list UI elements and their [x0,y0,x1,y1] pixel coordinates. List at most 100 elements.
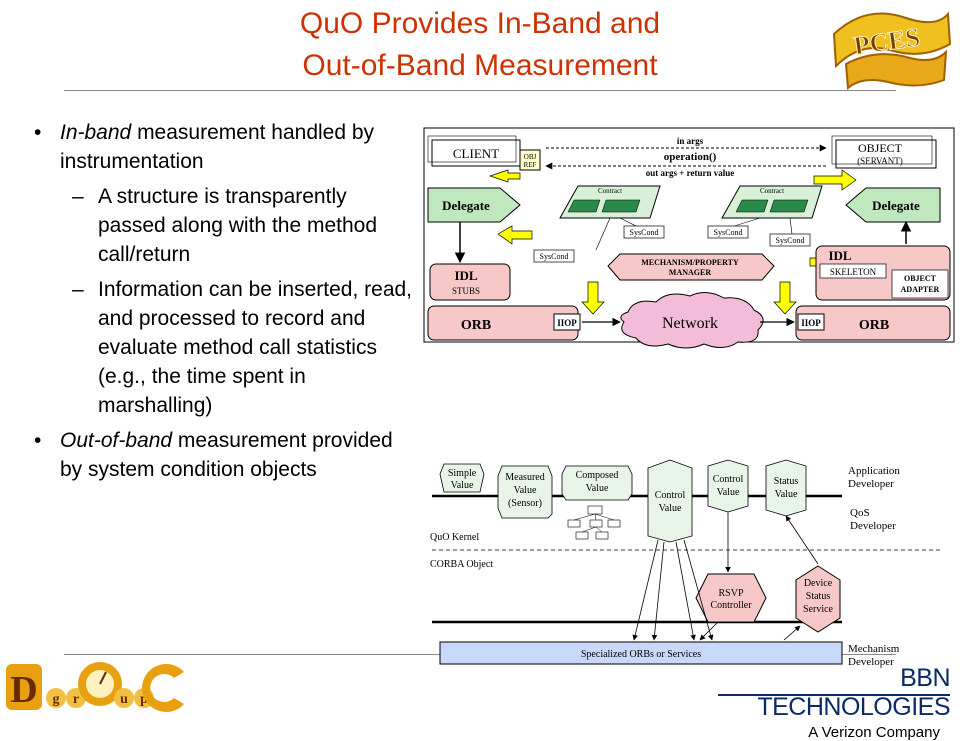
syscond-c [533,249,575,263]
title-divider [64,90,896,91]
iiop-left-label: IIOP [557,318,577,328]
idl-skeleton-label-2: SKELETON [830,267,877,277]
doc-letter-g: g [53,692,60,707]
rsvp-label-2: Controller [710,600,752,611]
yellow-arrow-down-left [581,281,605,315]
simple-value [439,463,485,493]
measured-label-1: Measured [505,472,544,483]
idl-skeleton-label-1: IDL [828,248,851,263]
object-label: OBJECT [858,141,903,155]
syscond-a [623,225,665,239]
object-adapter-label-1: OBJECT [904,274,937,283]
objref-label-1: OBJ [524,153,537,161]
control2-label-2: Value [717,487,740,498]
bullet2-text: measurement provided by system condition… [60,429,393,481]
application-developer-label-1: Application [848,465,900,477]
mechanism-property-manager [607,253,775,281]
sub-bullet-information: –Information can be inserted, read, and … [28,275,420,420]
contract-right-label: Contract [760,187,784,195]
in-band-diagram: CLIENT OBJ REF OBJECT (SERVANT) in args … [423,127,955,349]
application-developer-label-2: Developer [848,478,894,490]
doc-group-logo: D g r O u p C [6,662,184,712]
device-label-2: Status [806,591,831,602]
status-label-2: Value [775,489,798,500]
mech-label-1: MECHANISM/PROPERTY [641,258,739,267]
yellow-arrow-down-right [773,281,797,315]
doc-letter-u: u [120,692,128,707]
yellow-arrow-left-top [488,169,521,183]
yellow-arrow-right-top [813,169,857,191]
control1-label-2: Value [659,503,682,514]
iiop-right [797,313,825,331]
quo-kernel-label: QuO Kernel [430,532,479,543]
bullet-glyph: • [34,121,42,144]
qos-developer-label-1: QoS [850,507,870,519]
syscond-c-label: SysCond [540,252,569,261]
bullet-out-of-band: •Out-of-band measurement provided by sys… [28,426,420,484]
client-box [431,139,521,167]
composed-label-1: Composed [576,470,619,481]
bullet2-emphasis: Out-of-band [60,429,173,452]
yellow-arrow-left-mid [497,225,533,245]
device-label-1: Device [804,578,833,589]
specialized-label: Specialized ORBs or Services [581,649,701,660]
bbn-logo: BBN TECHNOLOGIES A Verizon Company [718,664,951,741]
orb-right [795,305,951,341]
syscond-d-label: SysCond [776,236,805,245]
device-status-service [795,565,841,633]
bullet-list: •In-band measurement handled by instrume… [28,118,420,484]
delegate-left-label: Delegate [442,198,490,213]
syscond-d [769,233,811,247]
slide-title-line1: QuO Provides In-Band and [299,7,661,40]
network-label: Network [662,315,718,332]
servant-label: (SERVANT) [857,156,903,166]
slide-title-line2: Out-of-Band Measurement [302,49,658,82]
delegate-right-label: Delegate [872,198,920,213]
mechanism-developer-label-2: Developer [848,656,894,668]
idl-stubs-label-2: STUBS [452,286,480,296]
control-value-2 [707,459,749,513]
object-servant-box [835,139,937,169]
dash-glyph: – [72,278,84,301]
rsvp-controller [695,573,767,623]
status-label-1: Status [774,476,799,487]
specialized-orbs-services [439,641,843,665]
object-adapter-label-2: ADAPTER [901,285,940,294]
in-args-label: in args [677,136,704,146]
syscond-a-label: SysCond [630,228,659,237]
composed-label-2: Value [586,483,609,494]
corba-object-label: CORBA Object [430,559,493,570]
bullet-in-band: •In-band measurement handled by instrume… [28,118,420,176]
doc-letter-p: p [140,692,148,707]
measured-label-2: Value [514,485,537,496]
mech-label-2: MANAGER [669,268,711,277]
pces-logo: PCES [832,11,952,91]
measured-value-sensor [497,465,553,519]
control1-label-1: Control [655,490,686,501]
syscond-b [707,225,749,239]
idl-stubs [429,263,511,301]
bbn-underline [718,694,950,696]
network-cloud [620,292,764,349]
contract-left-label: Contract [598,187,622,195]
objref-label-2: REF [524,161,537,169]
rsvp-label-1: RSVP [718,588,743,599]
doc-letter-d: D [10,669,37,711]
out-of-band-diagram: Simple Value Measured Value (Sensor) Com… [430,459,940,668]
device-label-3: Service [803,604,834,615]
bullet1-emphasis: In-band [60,121,132,144]
objref-box [519,149,541,171]
dash-glyph: – [72,185,84,208]
architecture-diagrams: CLIENT OBJ REF OBJECT (SERVANT) in args … [423,127,955,668]
iiop-right-label: IIOP [801,318,821,328]
orb-left-label: ORB [461,318,491,333]
iiop-left [553,313,581,331]
bbn-subtitle: A Verizon Company [808,724,940,741]
idl-stubs-label-1: IDL [454,268,477,283]
control2-label-1: Control [713,474,744,485]
simple-value-label-1: Simple [448,468,477,479]
sub-bullet1-text: A structure is transparently passed alon… [98,185,378,266]
sub-bullet2-text: Information can be inserted, read, and p… [98,278,413,417]
mechanism-developer-label-1: Mechanism [848,643,900,655]
measured-label-3: (Sensor) [508,498,542,509]
